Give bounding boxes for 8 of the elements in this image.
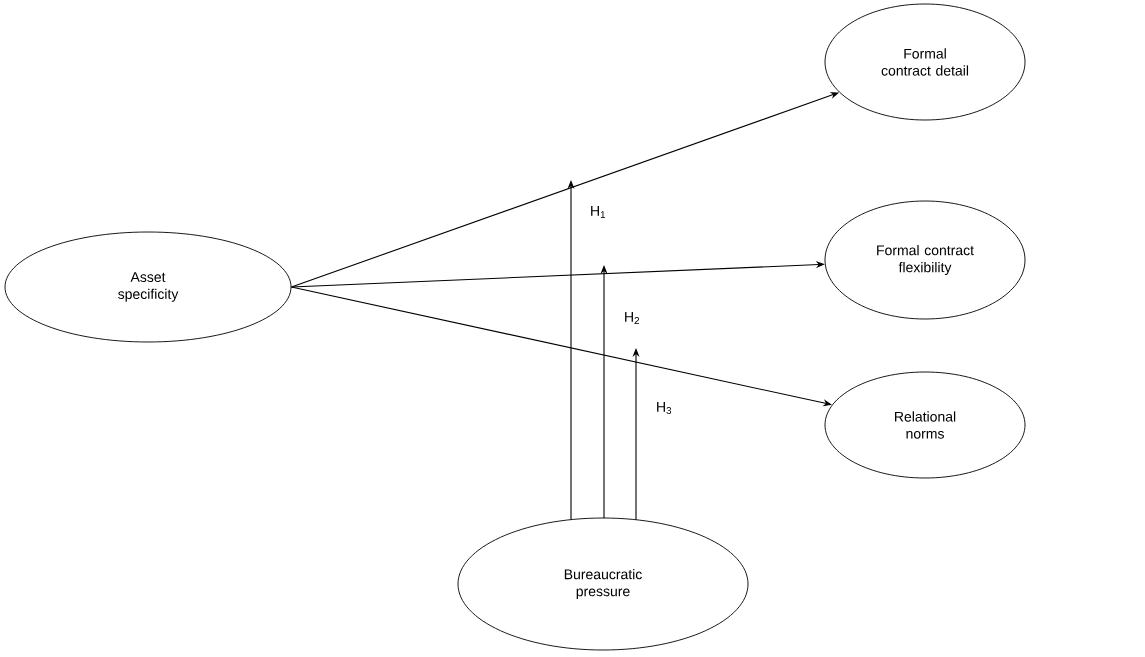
ellipse-node: Asset specificity	[4, 231, 292, 343]
ellipse-node: Relational norms	[824, 371, 1026, 479]
edge-label: H$_{1}$	[589, 205, 608, 219]
ellipse-node: Formal contract flexibility	[824, 200, 1026, 320]
edge-label: H$_{2}$	[623, 311, 642, 325]
edge-label: H$_{3}$	[655, 401, 674, 415]
ellipse-node: Bureaucratic pressure	[457, 517, 749, 651]
ellipse-node: Formal contract detail	[824, 3, 1026, 121]
